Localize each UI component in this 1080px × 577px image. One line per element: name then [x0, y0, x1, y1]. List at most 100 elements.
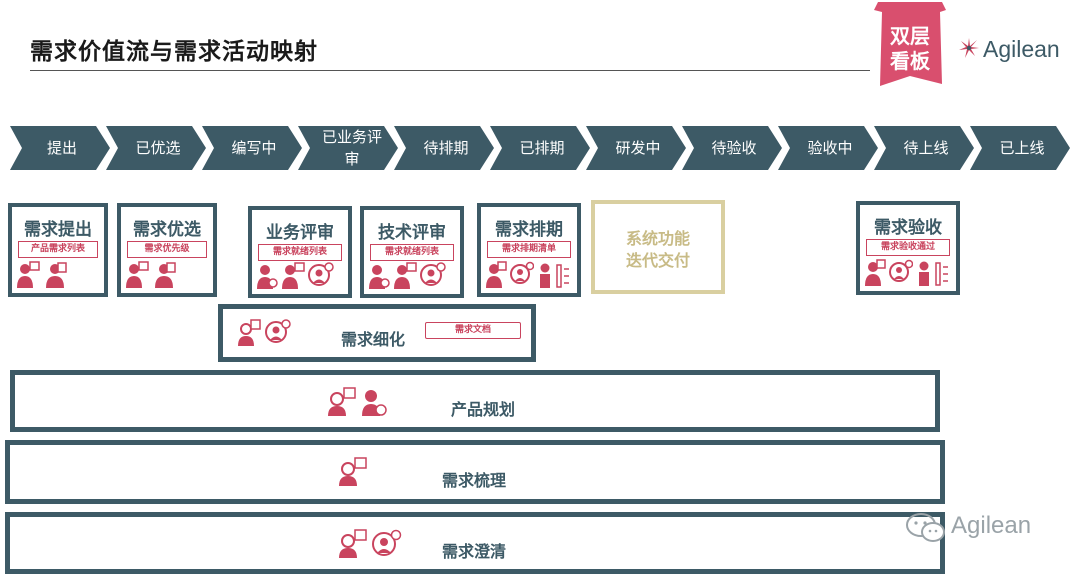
- developer-person-icon: [540, 263, 550, 288]
- stage-label: 已排期: [519, 139, 565, 157]
- stage-label: 已上线: [999, 139, 1045, 157]
- activity-card-prioritize: 需求优选 需求优先级: [117, 203, 217, 297]
- person-with-money-icon: [369, 265, 390, 289]
- bar-title: 需求细化: [341, 330, 406, 349]
- system-delivery-text: 系统功能 迭代交付: [595, 228, 721, 272]
- activity-card-schedule: 需求排期 需求排期清单: [477, 203, 581, 297]
- stage-chevron: 待排期: [394, 126, 494, 170]
- person-with-chart-icon: [126, 261, 149, 288]
- bar-title: 产品规划: [451, 400, 516, 419]
- developer-person-icon: [919, 261, 929, 286]
- activity-card-system-delivery: 系统功能 迭代交付: [591, 200, 725, 294]
- stage-chevron: 已优选: [106, 126, 206, 170]
- stage-chevron: 已排期: [490, 126, 590, 170]
- role-icons: [368, 262, 446, 290]
- stage-chevron: 编写中: [202, 126, 302, 170]
- system-delivery-line-2: 迭代交付: [625, 251, 690, 270]
- card-artifact-tag: 需求验收通过: [866, 239, 950, 256]
- bar-title: 需求澄清: [442, 542, 507, 561]
- activity-bar-organize: 需求梳理: [5, 440, 945, 504]
- stage-chevron: 已业务评审: [298, 126, 398, 170]
- card-artifact-tag: 产品需求列表: [18, 241, 98, 258]
- person-with-chart-icon: [328, 387, 356, 416]
- system-delivery-line-1: 系统功能: [625, 229, 690, 248]
- stage-label: 待上线: [903, 139, 949, 157]
- person-with-chart-icon: [17, 261, 40, 288]
- stage-label: 验收中: [807, 139, 853, 157]
- role-icons: [864, 259, 949, 287]
- stage-label: 已优选: [135, 139, 181, 157]
- brand-name: Agilean: [983, 36, 1060, 62]
- card-title: 技术评审: [378, 223, 446, 243]
- role-icons: [327, 387, 387, 417]
- title-divider: [30, 70, 870, 71]
- agilean-star-icon: [959, 38, 979, 58]
- bar-artifact-tag: 需求文档: [425, 322, 521, 339]
- person-with-chart-icon: [238, 319, 261, 346]
- person-with-money-icon: [362, 390, 387, 416]
- person-with-clock-icon: [510, 261, 534, 284]
- stage-label: 待排期: [423, 139, 469, 157]
- banner-badge: 双层 看板: [874, 2, 946, 92]
- stage-chevron: 验收中: [778, 126, 878, 170]
- bar-title: 需求梳理: [442, 471, 507, 490]
- person-with-document-icon: [46, 262, 67, 288]
- kanban-board-icon: [935, 262, 948, 286]
- stage-label: 提出: [46, 139, 77, 157]
- stage-label: 待验收: [711, 139, 757, 157]
- person-with-chart-icon: [282, 262, 305, 289]
- stage-chevron: 待上线: [874, 126, 974, 170]
- activity-card-tech-review: 技术评审 需求就绪列表: [360, 206, 464, 298]
- role-icons: [338, 457, 368, 487]
- card-artifact-tag: 需求就绪列表: [370, 244, 454, 261]
- page-title: 需求价值流与需求活动映射: [30, 39, 318, 65]
- card-artifact-tag: 需求排期清单: [487, 241, 571, 258]
- role-icons: [237, 319, 291, 347]
- kanban-board-icon: [556, 264, 569, 288]
- person-with-clock-icon: [889, 259, 913, 282]
- person-with-document-icon: [155, 262, 176, 288]
- card-title: 需求验收: [874, 218, 942, 238]
- stage-label: 研发中: [615, 139, 661, 157]
- card-title: 需求优选: [133, 220, 201, 240]
- role-icons: [338, 529, 402, 559]
- activity-card-propose: 需求提出 产品需求列表: [8, 203, 108, 297]
- role-icons: [256, 262, 334, 290]
- activity-bar-refine: 需求细化 需求文档: [218, 304, 536, 362]
- role-icons: [485, 261, 570, 289]
- stage-label: 已业务评审: [322, 128, 383, 168]
- role-icons: [16, 261, 67, 289]
- stage-label: 编写中: [231, 139, 277, 157]
- person-with-chart-icon: [339, 529, 367, 558]
- card-artifact-tag: 需求优先级: [127, 241, 207, 258]
- person-with-chart-icon: [865, 259, 886, 286]
- card-title: 需求排期: [495, 220, 563, 240]
- activity-bar-clarify: 需求澄清: [5, 512, 945, 574]
- banner-text: 双层 看板: [874, 24, 946, 74]
- card-title: 需求提出: [24, 220, 92, 240]
- activity-card-business-review: 业务评审 需求就绪列表: [248, 206, 352, 298]
- role-icons: [125, 261, 176, 289]
- banner-line-1: 双层: [890, 24, 930, 48]
- card-artifact-tag: 需求就绪列表: [258, 244, 342, 261]
- value-stream-stages: 提出 已优选 编写中 已业务评审 待排期 已排期 研发中 待验收 验收中 待上线…: [10, 126, 1080, 170]
- stage-chevron: 已上线: [970, 126, 1070, 170]
- stage-chevron: 提出: [10, 126, 110, 170]
- person-with-chart-icon: [339, 457, 367, 486]
- card-title: 业务评审: [266, 223, 334, 243]
- activity-card-acceptance: 需求验收 需求验收通过: [856, 201, 960, 295]
- person-with-clock-icon: [372, 529, 402, 556]
- stage-chevron: 待验收: [682, 126, 782, 170]
- banner-line-2: 看板: [890, 49, 930, 73]
- person-with-clock-icon: [265, 319, 291, 343]
- activity-bar-planning: 产品规划: [10, 370, 940, 432]
- person-with-chart-icon: [486, 261, 507, 288]
- watermark-text: Agilean: [951, 512, 1032, 539]
- person-with-money-icon: [257, 265, 278, 289]
- person-with-clock-icon: [420, 262, 446, 286]
- banner-shape-icon: [874, 2, 946, 86]
- person-with-clock-icon: [308, 262, 334, 286]
- wechat-icon: [906, 513, 945, 542]
- stage-chevron: 研发中: [586, 126, 686, 170]
- person-with-chart-icon: [394, 262, 417, 289]
